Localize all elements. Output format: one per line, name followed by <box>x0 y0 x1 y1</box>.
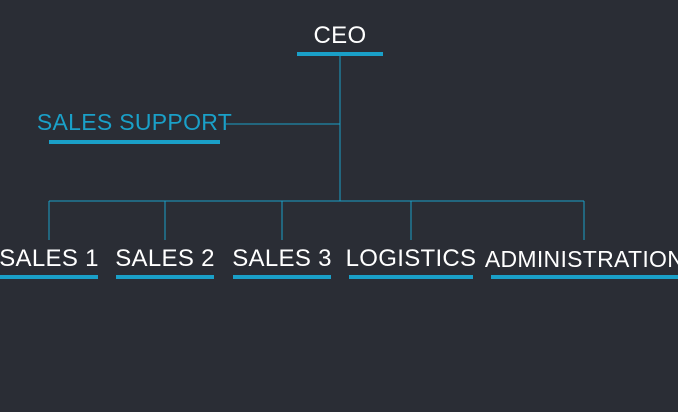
department-underline <box>116 275 214 279</box>
department-underline <box>349 275 473 279</box>
sales-support-label: SALES SUPPORT <box>36 109 233 135</box>
sales-support-underline <box>49 140 220 144</box>
ceo-node: CEO <box>297 22 383 56</box>
department-underline <box>0 275 98 279</box>
department-underline <box>491 275 678 279</box>
department-label: SALES 3 <box>232 245 332 272</box>
department-label: SALES 2 <box>115 245 215 272</box>
department-label: SALES 1 <box>0 245 99 272</box>
department-node-sales-3: SALES 3 <box>232 245 332 279</box>
department-label: ADMINISTRATION <box>484 246 678 272</box>
department-label: LOGISTICS <box>345 245 477 272</box>
department-node-logistics: LOGISTICS <box>346 245 476 279</box>
sales-support-node: SALES SUPPORT <box>37 108 232 144</box>
ceo-underline <box>297 52 383 56</box>
department-underline <box>233 275 331 279</box>
department-node-sales-2: SALES 2 <box>115 245 215 279</box>
ceo-label: CEO <box>313 22 367 49</box>
department-node-sales-1: SALES 1 <box>0 245 98 279</box>
department-node-administration: ADMINISTRATION <box>485 245 678 279</box>
